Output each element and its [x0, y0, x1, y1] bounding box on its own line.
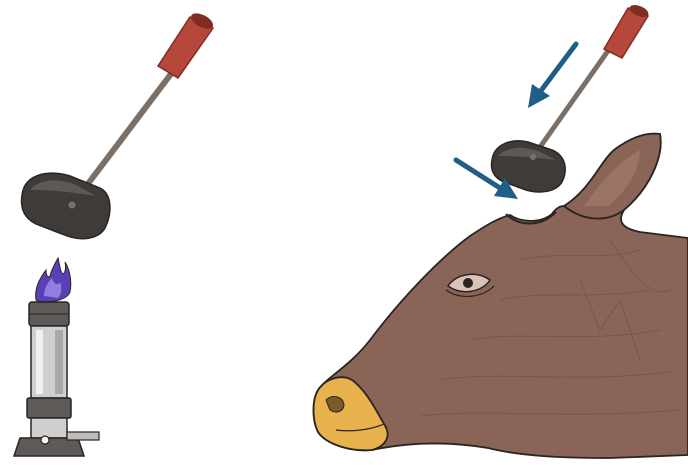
calf-ear — [564, 134, 661, 219]
left-iron-grip — [158, 10, 215, 78]
flame-icon — [36, 258, 71, 302]
right-iron-rod — [533, 48, 610, 157]
arrow-down-left-icon — [528, 44, 576, 108]
left-iron-head — [22, 173, 110, 239]
right-iron-grip — [604, 3, 650, 58]
calf-head — [314, 134, 688, 458]
bunsen-burner — [14, 302, 99, 456]
left-dehorning-iron — [22, 10, 216, 238]
